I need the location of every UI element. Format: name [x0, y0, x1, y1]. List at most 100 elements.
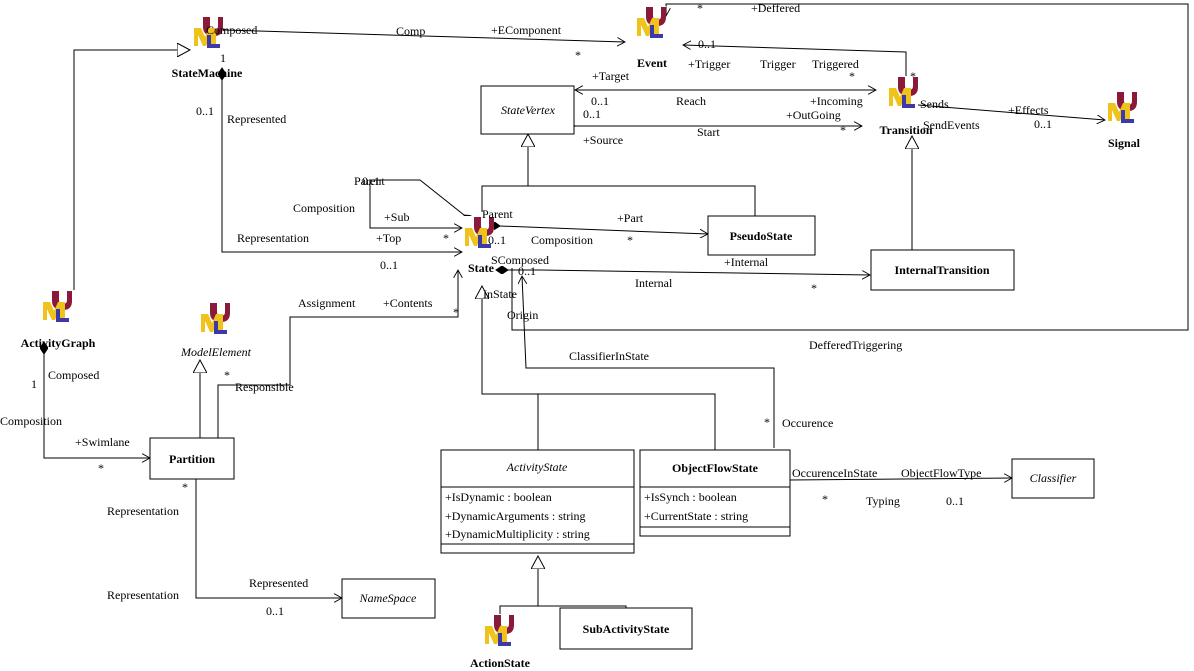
role-label: Composed — [206, 23, 257, 37]
association-name: Assignment — [298, 296, 356, 310]
icon-node-labels: StateMachine Event Transition Signal Sta… — [21, 56, 1141, 670]
partition-namespace-association[interactable] — [195, 479, 342, 598]
multiplicity-label: * — [822, 492, 828, 506]
state-machine-label[interactable]: StateMachine — [172, 66, 243, 80]
multiplicity-label: 0..1 — [591, 94, 609, 108]
internal-transition-label: InternalTransition — [894, 263, 989, 277]
multiplicity-label: 0..1 — [362, 174, 380, 188]
association-name: Composition — [531, 233, 593, 247]
connectors — [44, 3, 1189, 618]
model-element-label[interactable]: ModelElement — [180, 345, 252, 359]
association-name: SendEvents — [923, 118, 980, 132]
uml-icon — [636, 6, 666, 38]
typing-association[interactable] — [789, 478, 1012, 480]
namespace-class[interactable]: NameSpace — [341, 578, 436, 619]
association-name: DefferedTriggering — [809, 338, 902, 352]
role-label: +Top — [376, 231, 401, 245]
signal-label[interactable]: Signal — [1108, 136, 1141, 150]
multiplicity-label: 0..1 — [1034, 117, 1052, 131]
association-name: ClassifierInState — [569, 349, 649, 363]
multiplicity-label: * — [443, 231, 449, 245]
deffered-triggering-association[interactable] — [511, 3, 1189, 331]
internal-association[interactable] — [508, 270, 870, 275]
object-flow-state-attr: +IsSynch : boolean — [644, 490, 737, 504]
swimlane-composition[interactable] — [44, 354, 150, 458]
role-label: Represented — [249, 576, 308, 590]
role-label: +OutGoing — [786, 108, 841, 122]
part-composition[interactable] — [500, 226, 708, 234]
multiplicity-label: 1 — [31, 377, 37, 391]
multiplicity-label: * — [575, 48, 581, 62]
sm-event-association[interactable] — [224, 30, 625, 42]
event-label[interactable]: Event — [637, 56, 667, 70]
sends-association[interactable] — [917, 104, 1105, 120]
uml-icon — [200, 302, 230, 334]
multiplicity-label: 0..1 — [518, 264, 536, 278]
role-label: Triggered — [812, 57, 859, 71]
role-label: +Internal — [724, 255, 769, 269]
role-label: +Incoming — [810, 94, 863, 108]
parent-composition[interactable] — [369, 179, 464, 228]
multiplicity-label: * — [764, 415, 770, 429]
multiplicity-label: 0..1 — [266, 604, 284, 618]
activity-state-label: ActivityState — [506, 460, 568, 474]
multiplicity-label: 1 — [220, 51, 226, 65]
role-label: Represented — [227, 112, 286, 126]
state-vertex-gen-a[interactable] — [481, 134, 529, 212]
activity-state-class[interactable]: ActivityState +IsDynamic : boolean +Dyna… — [440, 449, 635, 554]
association-name: Occurence — [782, 416, 833, 430]
association-name: Reach — [676, 94, 706, 108]
association-name: Composition — [293, 201, 355, 215]
multiplicity-label: * — [182, 480, 188, 494]
representation-association[interactable] — [222, 80, 462, 252]
multiplicity-label: * — [453, 305, 459, 319]
object-flow-state-label: ObjectFlowState — [672, 461, 759, 475]
transition-label[interactable]: Transition — [879, 123, 932, 137]
action-state-gen-a[interactable] — [499, 556, 539, 618]
uml-icon — [42, 290, 72, 322]
uml-icon — [484, 614, 514, 646]
multiplicity-label: * — [627, 233, 633, 247]
role-label: +Source — [583, 133, 623, 147]
role-label: Parent — [354, 174, 385, 188]
classifier-in-state-association[interactable] — [522, 276, 775, 448]
multiplicity-label: 0..1 — [196, 104, 214, 118]
activitygraph-generalization[interactable] — [73, 50, 190, 290]
pseudo-state-class[interactable]: PseudoState — [707, 215, 816, 256]
association-name: Trigger — [760, 57, 796, 71]
association-name: ObjectFlowType — [901, 466, 981, 480]
multiplicity-label: * — [98, 461, 104, 475]
state-vertex-generalization[interactable] — [528, 134, 756, 216]
activity-state-generalization[interactable] — [538, 556, 627, 608]
multiplicity-label: * — [224, 368, 230, 382]
association-labels: Composed 1 Comp +EComponent * * +Deffere… — [0, 1, 1052, 618]
state-label[interactable]: State — [468, 261, 495, 275]
association-name: Start — [697, 125, 720, 139]
classifier-class[interactable]: Classifier — [1011, 458, 1095, 499]
activity-state-attr: +DynamicMultiplicity : string — [445, 527, 590, 541]
role-label: OccurenceInState — [792, 466, 877, 480]
internal-transition-class[interactable]: InternalTransition — [870, 249, 1015, 291]
action-state-label[interactable]: ActionState — [470, 656, 531, 670]
association-name: Representation — [107, 504, 179, 518]
sub-activity-state-class[interactable]: SubActivityState — [559, 607, 693, 650]
state-vertex-label: StateVertex — [501, 103, 556, 117]
assignment-association[interactable] — [218, 270, 458, 438]
role-label: InState — [483, 287, 517, 301]
partition-class[interactable]: Partition — [149, 437, 235, 480]
pseudo-state-label: PseudoState — [730, 229, 793, 243]
multiplicity-label: * — [849, 69, 855, 83]
association-name: Internal — [635, 276, 673, 290]
multiplicity-label: * — [840, 123, 846, 137]
association-name: Comp — [396, 24, 425, 38]
sub-activity-state-label: SubActivityState — [583, 622, 670, 636]
multiplicity-label: 0..1 — [488, 233, 506, 247]
event-transition-association[interactable] — [683, 45, 906, 76]
state-vertex-class[interactable]: StateVertex — [480, 85, 575, 135]
state-generalization[interactable] — [482, 286, 716, 450]
object-flow-state-class[interactable]: ObjectFlowState +IsSynch : boolean +Curr… — [639, 449, 791, 537]
role-label: Typing — [866, 494, 900, 508]
association-name: Sends — [920, 97, 949, 111]
activity-graph-label[interactable]: ActivityGraph — [21, 336, 96, 350]
